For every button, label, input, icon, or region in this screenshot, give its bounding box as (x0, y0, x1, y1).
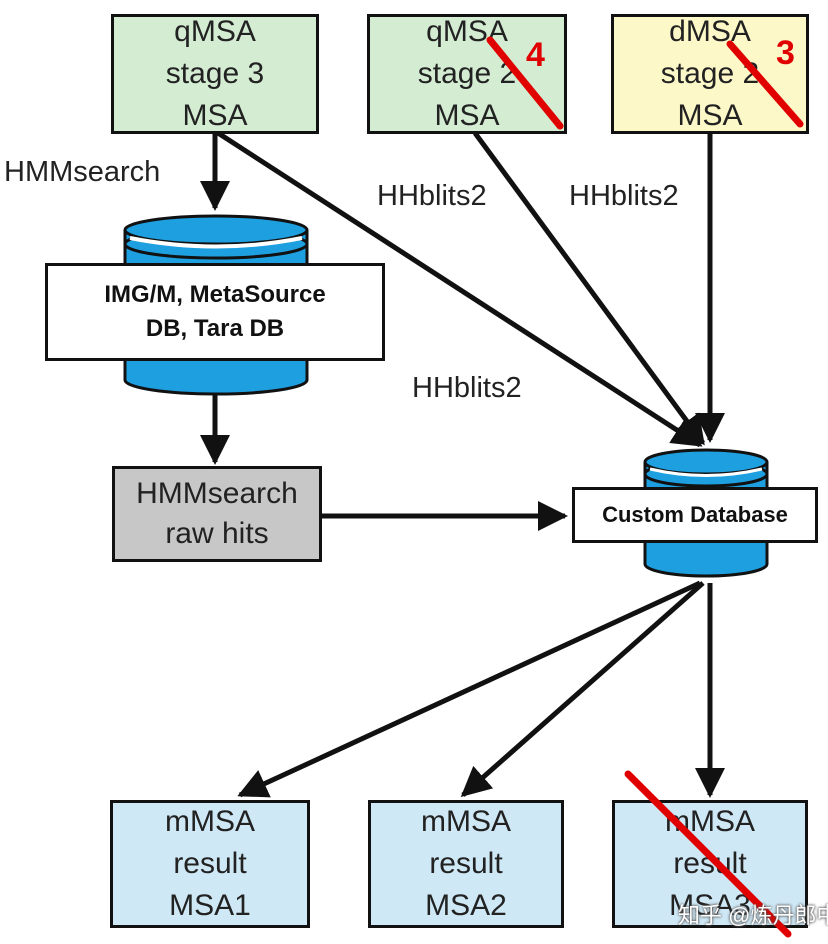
box-line: MSA1 (169, 889, 251, 922)
box-line: mMSA (165, 805, 255, 838)
custom-db-text: Custom Database (602, 502, 788, 527)
box-line: MSA (182, 99, 248, 132)
annotation-number: 4 (526, 36, 545, 74)
custom-database-label: Custom Database (572, 487, 818, 543)
arrow-custom-to-result2 (460, 581, 705, 797)
box-line: stage 3 (165, 57, 265, 90)
arrow-custom-to-result1 (237, 580, 702, 798)
arrow-qstage2-to-custom (472, 131, 706, 446)
box-line: MSA (434, 99, 500, 132)
box-line: result (173, 847, 247, 880)
hmmsearch-edge-label: HMMsearch (4, 156, 161, 188)
hhblits-edge-label: HHblits2 (569, 180, 679, 212)
box-line: mMSA (421, 805, 511, 838)
box-line: stage 2 (417, 57, 517, 90)
qmsa-stage3-box: qMSA stage 3 MSA (111, 14, 319, 134)
hhblits-edge-label: HHblits2 (412, 372, 522, 404)
db-line: DB, Tara DB (145, 315, 285, 342)
box-line: qMSA (174, 15, 256, 48)
watermark: 知乎 @炼丹郎中 (678, 903, 828, 928)
dmsa-stage2-box: dMSA stage 2 MSA (611, 14, 809, 134)
db-line: IMG/M, MetaSource (104, 281, 326, 308)
annotation-number: 3 (776, 34, 795, 72)
box-line: raw hits (165, 517, 269, 550)
source-database-label: IMG/M, MetaSource DB, Tara DB (45, 263, 385, 361)
hhblits-edge-label: HHblits2 (377, 180, 487, 212)
box-line: qMSA (426, 15, 508, 48)
box-line: HMMsearch (136, 477, 298, 510)
box-line: result (673, 847, 747, 880)
box-line: mMSA (665, 805, 755, 838)
box-line: stage 2 (660, 57, 760, 90)
box-line: result (429, 847, 503, 880)
box-line: MSA (677, 99, 743, 132)
mmsa-result-msa2-box: mMSA result MSA2 (368, 800, 564, 928)
box-line: MSA2 (425, 889, 507, 922)
arrow-stage3-to-custom (216, 130, 703, 448)
qmsa-stage2-box: qMSA stage 2 MSA (367, 14, 567, 134)
mmsa-result-msa1-box: mMSA result MSA1 (110, 800, 310, 928)
box-line: dMSA (669, 15, 751, 48)
hmmsearch-raw-hits-box: HMMsearch raw hits (112, 466, 322, 562)
